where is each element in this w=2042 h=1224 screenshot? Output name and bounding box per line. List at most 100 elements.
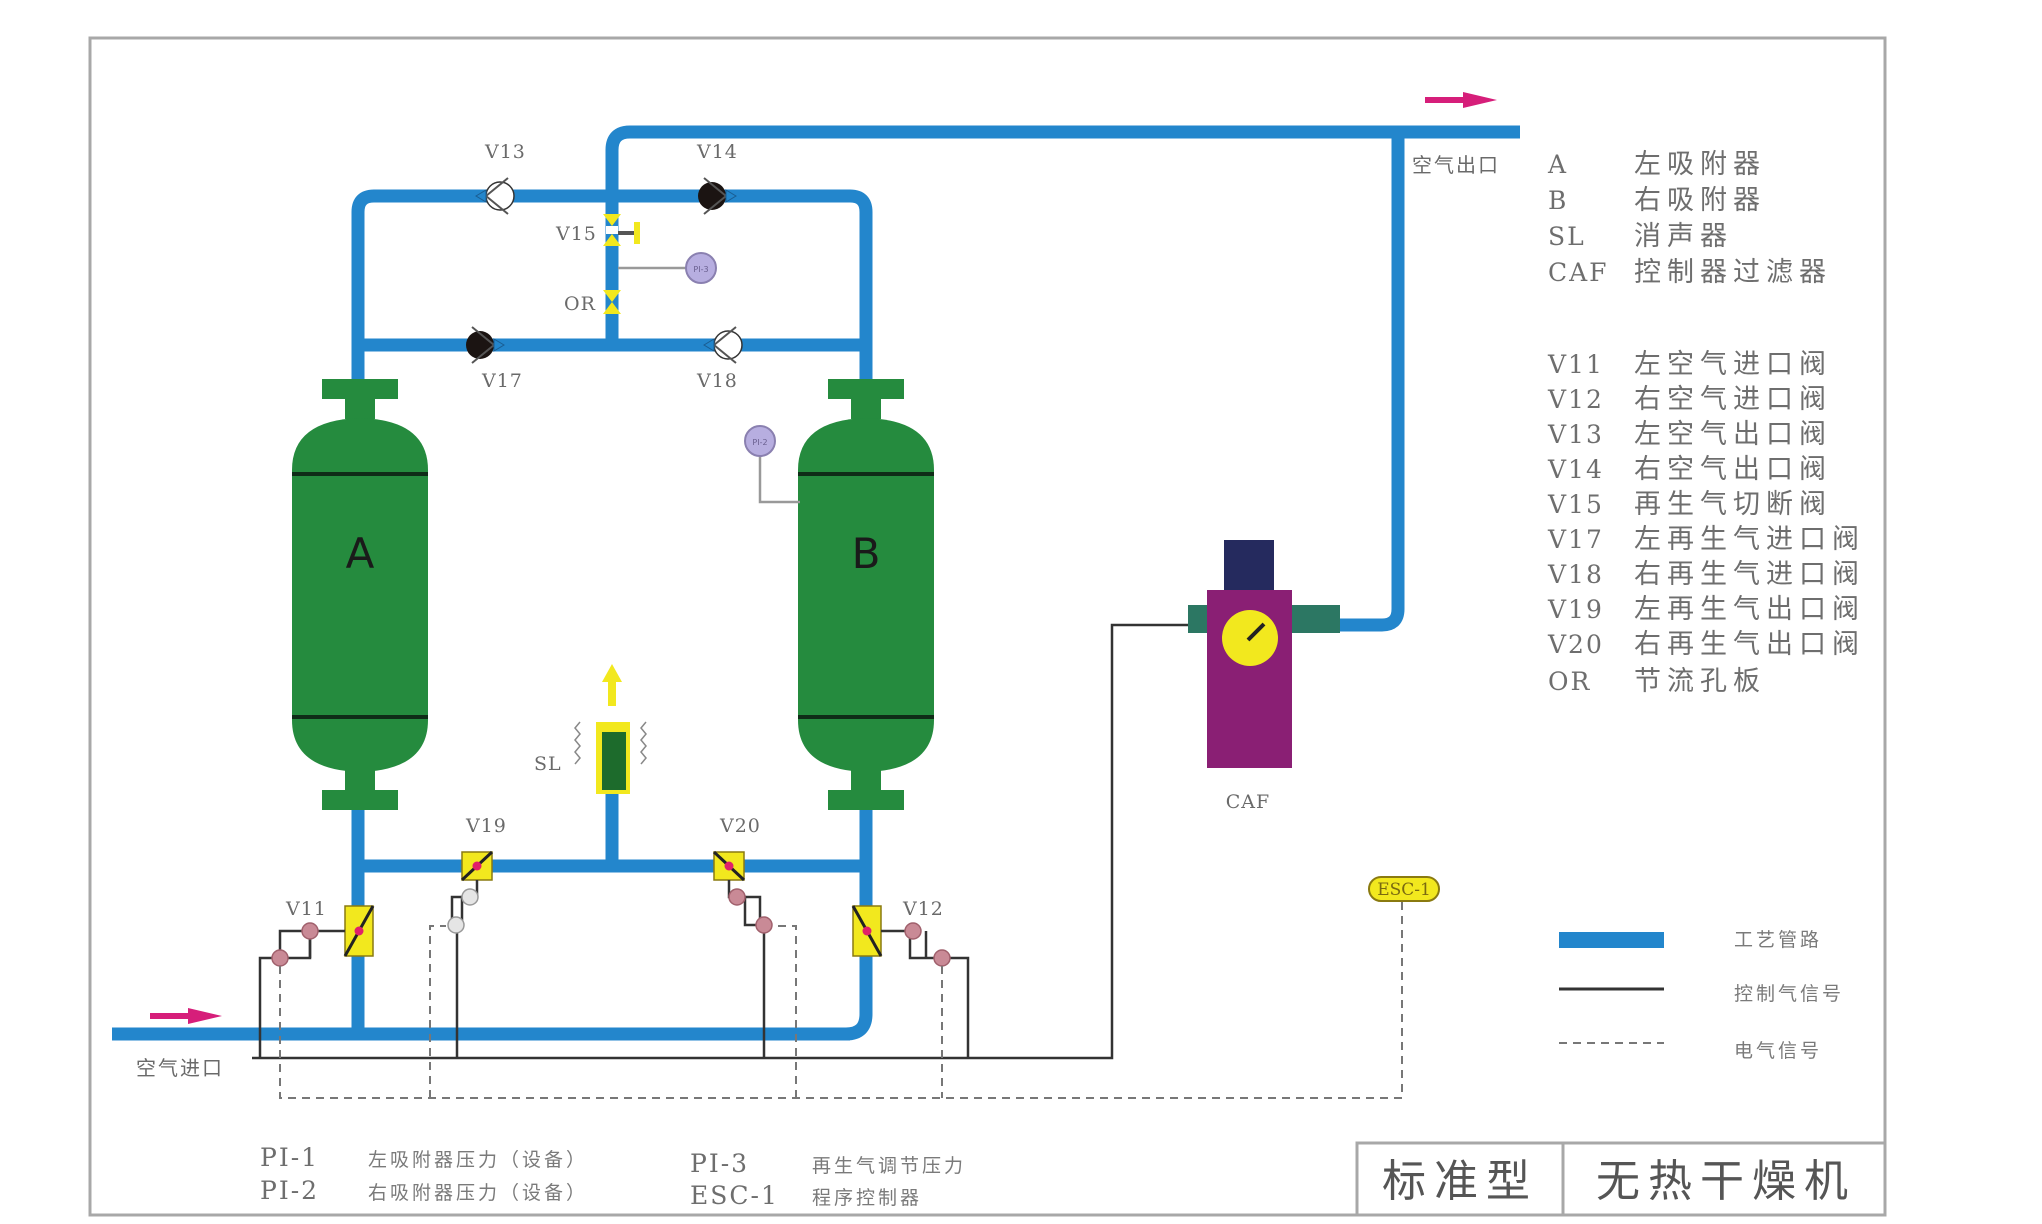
svg-text:PI-2: PI-2 xyxy=(752,438,767,447)
pilot-solenoid xyxy=(447,916,465,934)
legend-desc: 左吸附器 xyxy=(1634,149,1766,180)
legend-desc: 左再生气出口阀 xyxy=(1634,594,1865,625)
tank-a-label: A xyxy=(346,529,375,578)
legend-code: V17 xyxy=(1547,525,1604,554)
line-type-legend: 工艺管路 控制气信号 电气信号 xyxy=(1559,929,1844,1062)
v15-label: V15 xyxy=(555,223,597,245)
svg-text:PI-3: PI-3 xyxy=(693,265,708,274)
pressure-gauge-pi2: PI-2 xyxy=(744,425,776,457)
legend-desc: 节流孔板 xyxy=(1634,666,1766,697)
title-block: 标准型 无热干燥机 xyxy=(1355,1141,1887,1217)
pilot-solenoid xyxy=(728,888,746,906)
title-type: 标准型 xyxy=(1382,1156,1538,1207)
legend-code: A xyxy=(1547,150,1568,179)
check-valve-v14[interactable] xyxy=(698,177,737,215)
legend-code: V14 xyxy=(1547,455,1604,484)
note-desc: 右吸附器压力（设备） xyxy=(368,1182,588,1204)
valve-v12[interactable] xyxy=(851,905,883,957)
flow-arrow-inlet xyxy=(150,1008,222,1024)
or-label: OR xyxy=(564,293,596,315)
title-product: 无热干燥机 xyxy=(1596,1156,1856,1207)
flow-arrow-outlet xyxy=(1425,92,1497,108)
pilot-solenoid xyxy=(755,916,773,934)
legend-code: V13 xyxy=(1547,420,1604,449)
silencer-sl xyxy=(574,664,647,794)
process-pipe-swatch xyxy=(1559,932,1664,948)
note-code: PI-1 xyxy=(260,1143,319,1172)
legend-code: B xyxy=(1548,186,1568,215)
esc1-badge-label: ESC-1 xyxy=(1377,880,1431,900)
note-code: PI-3 xyxy=(690,1149,749,1178)
legend-desc: 右再生气进口阀 xyxy=(1634,559,1865,590)
pressure-gauge-pi3: PI-3 xyxy=(685,252,717,284)
caf-outlet-pipe xyxy=(1340,132,1405,632)
note-code: PI-2 xyxy=(260,1176,319,1205)
legend-code: V20 xyxy=(1547,630,1604,659)
component-legend: A 左吸附器 B 右吸附器 SL 消声器 CAF 控制器过滤器 xyxy=(1547,149,1832,288)
adsorber-tank-b: B xyxy=(798,379,934,810)
outlet-label: 空气出口 xyxy=(1412,153,1500,177)
valve-legend: V11 左空气进口阀 V12 右空气进口阀 V13 左空气出口阀 V14 右空气… xyxy=(1547,349,1865,697)
pilot-solenoid xyxy=(301,922,319,940)
electric-signal-lines xyxy=(279,900,1403,1099)
legend-desc: 消声器 xyxy=(1634,221,1733,252)
valve-v20[interactable] xyxy=(712,850,746,882)
shutoff-valve-v15[interactable] xyxy=(603,214,640,246)
check-valve-v13[interactable] xyxy=(475,177,515,215)
legend-code: V15 xyxy=(1547,490,1604,519)
caf-label: CAF xyxy=(1226,791,1270,813)
check-valve-v17[interactable] xyxy=(466,326,505,364)
legend-code: SL xyxy=(1548,222,1586,251)
pilot-solenoid xyxy=(271,949,289,967)
orifice-plate-or xyxy=(603,290,621,314)
v11-label: V11 xyxy=(285,898,327,920)
legend-code: CAF xyxy=(1548,258,1609,287)
legend-code: OR xyxy=(1548,667,1591,696)
pilot-solenoids xyxy=(271,888,951,967)
note-code: ESC-1 xyxy=(690,1181,779,1210)
note-desc: 程序控制器 xyxy=(812,1187,922,1209)
v20-label: V20 xyxy=(719,815,761,837)
outlet-pipe xyxy=(605,125,1520,198)
instrument-notes: PI-1 左吸附器压力（设备） PI-2 右吸附器压力（设备） PI-3 再生气… xyxy=(260,1143,966,1210)
process-pipes xyxy=(112,125,1520,1041)
legend-desc: 左再生气进口阀 xyxy=(1634,524,1865,555)
v17-label: V17 xyxy=(481,370,523,392)
sl-label: SL xyxy=(534,753,562,775)
v18-label: V18 xyxy=(696,370,738,392)
legend-desc: 左空气进口阀 xyxy=(1634,349,1832,380)
line-legend-label: 电气信号 xyxy=(1734,1040,1822,1062)
drawing-frame xyxy=(88,36,1887,1217)
valve-v11[interactable] xyxy=(343,905,375,957)
v19-label: V19 xyxy=(465,815,507,837)
controller-esc1[interactable]: ESC-1 xyxy=(1368,876,1440,902)
legend-desc: 再生气切断阀 xyxy=(1634,489,1832,520)
v14-label: V14 xyxy=(696,141,738,163)
legend-code: V19 xyxy=(1547,595,1604,624)
legend-code: V18 xyxy=(1547,560,1604,589)
legend-desc: 右空气出口阀 xyxy=(1634,454,1832,485)
legend-desc: 右再生气出口阀 xyxy=(1634,629,1865,660)
adsorber-tank-a: A xyxy=(292,379,428,810)
legend-desc: 右吸附器 xyxy=(1634,185,1766,216)
control-air-filter-caf xyxy=(1188,540,1340,768)
tank-b-label: B xyxy=(852,529,881,578)
line-legend-label: 控制气信号 xyxy=(1734,983,1844,1005)
pilot-solenoid xyxy=(933,949,951,967)
exhaust-arrow-icon xyxy=(602,664,622,706)
note-desc: 再生气调节压力 xyxy=(812,1155,966,1177)
pilot-solenoid xyxy=(461,888,479,906)
legend-code: V12 xyxy=(1547,385,1604,414)
legend-desc: 控制器过滤器 xyxy=(1634,257,1832,288)
v13-label: V13 xyxy=(484,141,526,163)
legend-desc: 左空气出口阀 xyxy=(1634,419,1832,450)
inlet-label: 空气进口 xyxy=(136,1056,224,1080)
legend-code: V11 xyxy=(1547,350,1604,379)
note-desc: 左吸附器压力（设备） xyxy=(368,1149,588,1171)
check-valve-v18[interactable] xyxy=(703,326,743,364)
legend-desc: 右空气进口阀 xyxy=(1634,384,1832,415)
valve-v19[interactable] xyxy=(460,850,494,882)
pilot-solenoid xyxy=(904,922,922,940)
line-legend-label: 工艺管路 xyxy=(1734,929,1822,951)
